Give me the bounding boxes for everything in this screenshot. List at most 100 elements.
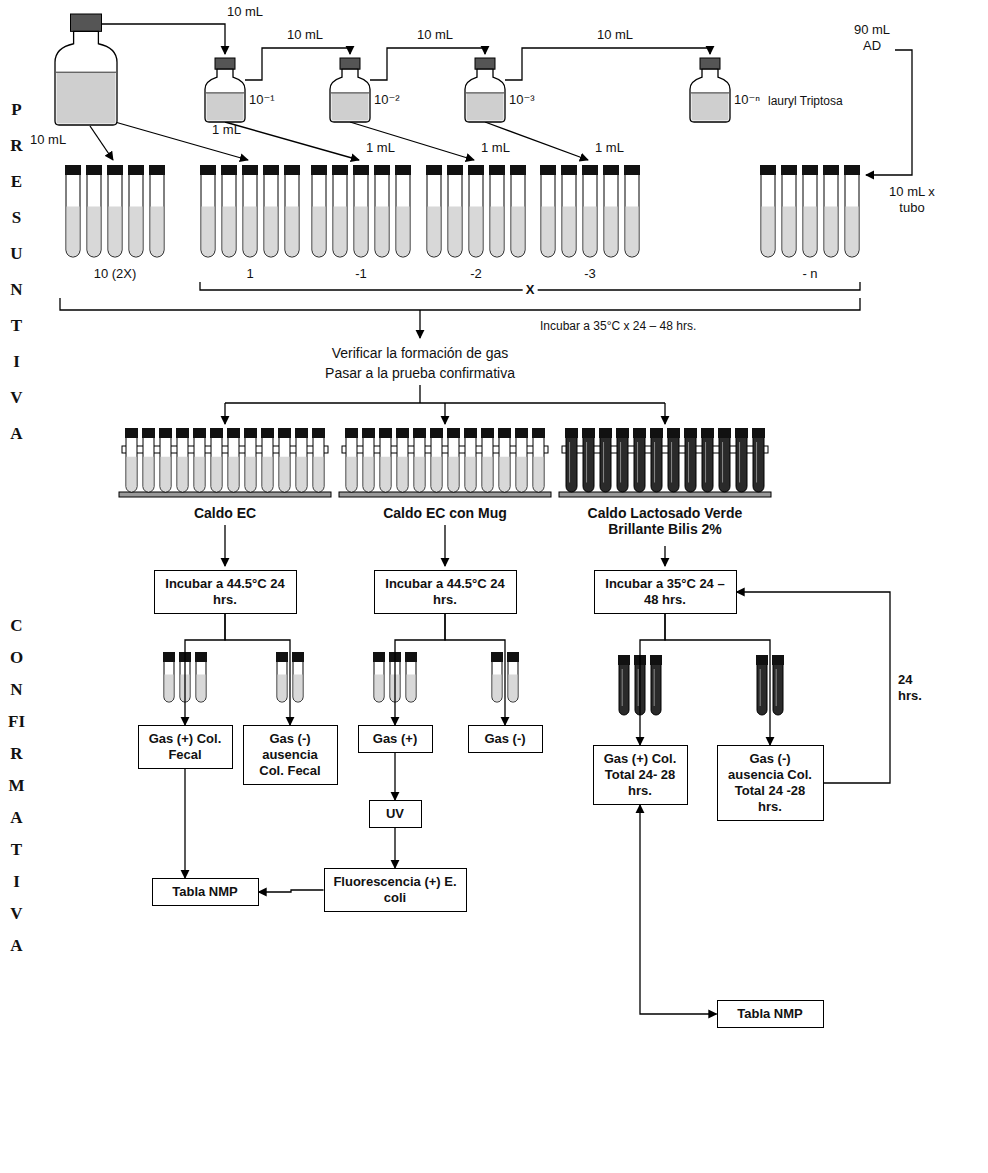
text-label: 10 mL [287, 27, 323, 43]
test-tube [447, 428, 460, 492]
test-tube [772, 655, 784, 715]
edge-label: 24 hrs. [898, 672, 938, 704]
tube-body [845, 174, 859, 257]
tube-cap [618, 655, 630, 665]
tube-cap [374, 165, 390, 175]
process-box: Incubar a 44.5°C 24 hrs. [154, 570, 297, 614]
tube-liquid [500, 457, 510, 492]
test-tube [618, 655, 630, 715]
connector [394, 753, 395, 800]
tube-shine [705, 442, 706, 483]
text-label: 10⁻ⁿ [734, 92, 760, 108]
tube-body [243, 174, 257, 257]
test-tube [353, 165, 369, 257]
test-tube [242, 165, 258, 257]
brackets [60, 282, 860, 566]
tube-body [668, 437, 679, 492]
tube-cap [781, 165, 797, 175]
tube-body [87, 174, 101, 257]
tube-body [262, 437, 273, 492]
liquid-level [206, 92, 244, 93]
tube-liquid [265, 206, 278, 256]
tube-body [511, 174, 525, 257]
tube-liquid [334, 206, 347, 256]
bottle [330, 58, 370, 122]
tube-body [313, 437, 324, 492]
tube-body [719, 437, 730, 492]
tube-shine [586, 442, 587, 483]
tube-body [397, 437, 408, 492]
bottle-body [205, 69, 245, 122]
tube-cap [263, 165, 279, 175]
tube-body [312, 174, 326, 257]
text-label: Caldo EC [194, 505, 256, 521]
tube-cap [128, 165, 144, 175]
box-text: Gas (+) Col. Fecal [144, 731, 227, 763]
tube-cap [210, 428, 223, 438]
tube-body [469, 174, 483, 257]
tube-body [346, 437, 357, 492]
connector [184, 769, 185, 878]
tube-body [194, 437, 205, 492]
process-box: Gas (+) Col. Fecal [138, 725, 233, 769]
bottle-cap [475, 58, 495, 69]
text-label: Caldo EC con Mug [383, 505, 507, 521]
bottle-liquid [467, 93, 504, 121]
test-tube [263, 165, 279, 257]
tube-liquid [483, 457, 493, 492]
box-text: Gas (+) Col. Total 24- 28 hrs. [599, 751, 682, 799]
test-tube [295, 428, 308, 492]
test-tube [510, 165, 526, 257]
tube-body [150, 174, 164, 257]
bottle [55, 14, 117, 125]
tube-cap [125, 428, 138, 438]
tube-cap [261, 428, 274, 438]
tube-body [143, 437, 154, 492]
tube-cap [200, 165, 216, 175]
tube-cap [650, 428, 663, 438]
tube-body [160, 437, 171, 492]
connector [185, 614, 225, 725]
test-tube [244, 428, 257, 492]
test-tube [735, 428, 748, 492]
tube-body [108, 174, 122, 257]
tube-shine [756, 442, 757, 483]
text-label: 10 (2X) [94, 266, 137, 282]
tube-cap [426, 165, 442, 175]
tube-body [396, 174, 410, 257]
tube-liquid [542, 206, 555, 256]
tube-liquid [584, 206, 597, 256]
tube-body [380, 437, 391, 492]
tube-cap [362, 428, 375, 438]
process-box: Incubar a 35°C 24 – 48 hrs. [594, 570, 737, 614]
tube-liquid [398, 457, 408, 492]
tube-cap [823, 165, 839, 175]
text-label: 10⁻² [374, 92, 400, 108]
tube-body [465, 437, 476, 492]
text-label: lauryl Triptosa [768, 93, 843, 109]
test-tube [312, 428, 325, 492]
test-tube [515, 428, 528, 492]
tube-liquid [517, 457, 527, 492]
tube-liquid [165, 675, 174, 702]
process-box: Fluorescencia (+) E. coli [324, 868, 467, 912]
tube-body [533, 437, 544, 492]
tube-cap [353, 165, 369, 175]
box-text: Gas (-) ausencia Col. Total 24 -28 hrs. [723, 751, 818, 815]
tube-body [634, 437, 645, 492]
test-tube [481, 428, 494, 492]
tube-body [264, 174, 278, 257]
tube-body [782, 174, 796, 257]
tube-body [448, 437, 459, 492]
tube-liquid [783, 206, 796, 256]
tube-liquid [202, 206, 215, 256]
tube-liquid [244, 206, 257, 256]
tube-liquid [466, 457, 476, 492]
test-tube [125, 428, 138, 492]
tube-shine [603, 442, 604, 483]
tube-cap [464, 428, 477, 438]
tube-body [600, 437, 611, 492]
liquid-level [56, 72, 116, 73]
tube-cap [379, 428, 392, 438]
tube-shine [620, 442, 621, 483]
